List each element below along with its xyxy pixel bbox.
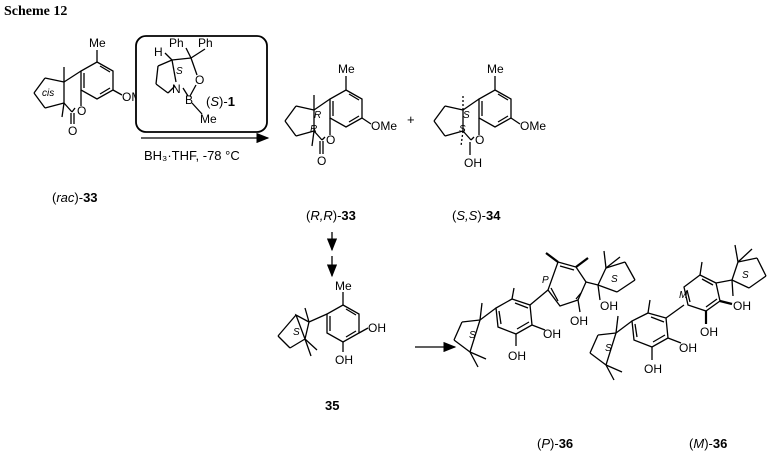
atom-label: OH bbox=[570, 314, 588, 328]
structure-35 bbox=[277, 292, 369, 357]
axis-label: M bbox=[679, 290, 688, 301]
atom-label: OH bbox=[508, 349, 526, 363]
compound-label: (P)-36 bbox=[537, 436, 573, 451]
structure-p-36 bbox=[453, 250, 636, 368]
atom-label: OMe bbox=[371, 119, 397, 133]
atom-label: OMe bbox=[520, 119, 546, 133]
plus-sign: + bbox=[407, 112, 415, 127]
stereo-label: S bbox=[611, 274, 618, 285]
compound-label: 35 bbox=[325, 398, 339, 413]
atom-label: H bbox=[154, 45, 163, 59]
atom-label: OH bbox=[464, 156, 482, 170]
atom-label: Me bbox=[338, 62, 355, 76]
stereo-label: S bbox=[459, 124, 466, 135]
structure-rr-33 bbox=[284, 76, 372, 154]
atom-label: O bbox=[68, 124, 77, 138]
atom-label: OH bbox=[679, 341, 697, 355]
atom-label: OH bbox=[543, 327, 561, 341]
atom-label: S bbox=[176, 66, 183, 77]
scheme-title: Scheme 12 bbox=[4, 4, 67, 19]
compound-label: (M)-36 bbox=[689, 436, 727, 451]
compound-label: (R,R)-33 bbox=[306, 208, 356, 223]
atom-label: B bbox=[185, 93, 193, 107]
atom-label: OH bbox=[335, 353, 353, 367]
stereo-label: R bbox=[310, 124, 317, 135]
compound-label: (S,S)-34 bbox=[452, 208, 501, 223]
atom-label: Me bbox=[89, 36, 106, 50]
stereo-label: S bbox=[605, 343, 612, 354]
structure-rac-33 bbox=[33, 50, 123, 124]
atom-label: Ph bbox=[198, 36, 213, 50]
atom-label: N bbox=[172, 82, 181, 96]
atom-label: OH bbox=[600, 299, 618, 313]
compound-label: (rac)-33 bbox=[52, 190, 98, 205]
structure-ss-34 bbox=[433, 76, 521, 155]
axis-label: P bbox=[542, 275, 549, 286]
atom-label: Ph bbox=[169, 36, 184, 50]
atom-label: O bbox=[326, 133, 335, 147]
atom-label: OH bbox=[700, 325, 718, 339]
stereo-label: S bbox=[463, 110, 470, 121]
stereo-label: S bbox=[293, 327, 300, 338]
structure-m-36 bbox=[589, 244, 767, 381]
catalyst-label: (S)-1 bbox=[206, 94, 235, 109]
atom-label: OH bbox=[644, 362, 662, 376]
atom-label: Me bbox=[487, 62, 504, 76]
structure-catalyst-1 bbox=[155, 47, 206, 115]
atom-label: Me bbox=[200, 112, 217, 126]
stereo-label: S bbox=[742, 270, 749, 281]
atom-label: O bbox=[77, 104, 86, 118]
atom-label: O bbox=[195, 73, 204, 87]
stereo-label: cis bbox=[42, 88, 54, 99]
atom-label: Me bbox=[335, 279, 352, 293]
atom-label: O bbox=[317, 154, 326, 168]
reagent-label: BH₃·THF, -78 °C bbox=[144, 148, 240, 163]
catalyst-box bbox=[135, 35, 268, 133]
atom-label: OH bbox=[733, 299, 751, 313]
stereo-label: S bbox=[469, 330, 476, 341]
atom-label: OH bbox=[368, 321, 386, 335]
stereo-label: R bbox=[314, 110, 321, 121]
atom-label: O bbox=[475, 133, 484, 147]
